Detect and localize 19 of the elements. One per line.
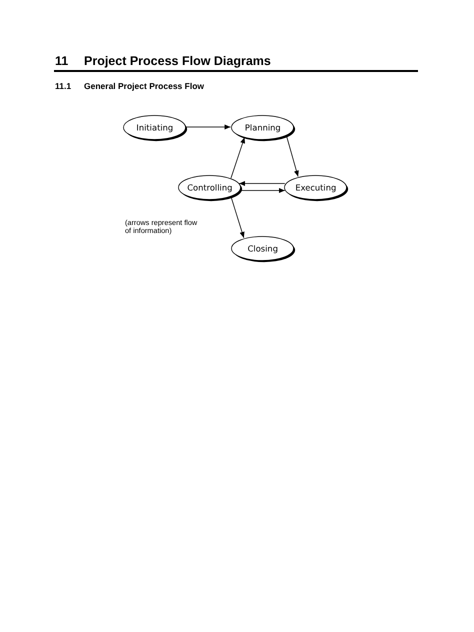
arrow xyxy=(238,181,286,186)
node-label: Planning xyxy=(244,123,281,132)
node-label: Controlling xyxy=(187,183,232,192)
section-title: Project Process Flow Diagrams xyxy=(84,54,271,68)
process-ellipse xyxy=(178,174,242,202)
subsection-number: 11.1 xyxy=(55,81,72,91)
arrow xyxy=(230,136,246,178)
process-ellipse xyxy=(284,174,348,202)
section-number: 11 xyxy=(55,54,68,68)
arrow xyxy=(185,124,231,130)
subsection-title: General Project Process Flow xyxy=(84,81,204,91)
node-label: Initiating xyxy=(136,123,174,132)
process-ellipse xyxy=(230,236,296,262)
arrow xyxy=(286,134,299,177)
arrow xyxy=(230,196,244,238)
node-label: Executing xyxy=(295,183,336,192)
process-ellipse xyxy=(230,114,296,142)
process-ellipse xyxy=(122,114,188,142)
node-label: Closing xyxy=(248,244,278,253)
